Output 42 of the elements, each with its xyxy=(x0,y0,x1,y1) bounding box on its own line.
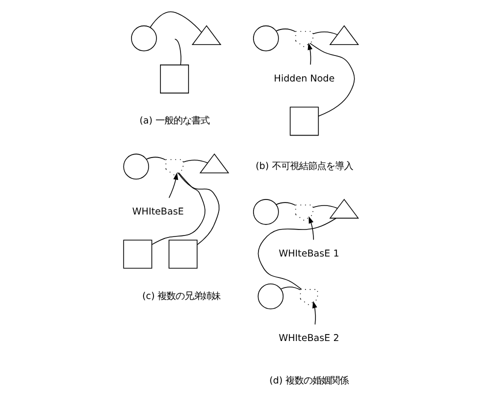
arrow xyxy=(168,172,178,198)
node-circle xyxy=(130,25,156,52)
node-triangle xyxy=(328,198,359,219)
connector xyxy=(280,286,300,290)
connector xyxy=(275,202,296,206)
node-box xyxy=(289,106,318,136)
node-box xyxy=(160,64,188,94)
node-circle xyxy=(252,199,278,225)
node-pentagon xyxy=(164,159,183,176)
label: (b) 不可視結節点を導入 xyxy=(255,161,352,172)
node-text: WHIteBasE xyxy=(132,206,184,218)
connector xyxy=(145,156,166,160)
node-triangle xyxy=(199,153,229,174)
node-pentagon xyxy=(299,289,318,306)
connector xyxy=(177,172,219,245)
connector xyxy=(174,38,181,66)
node-circle xyxy=(252,25,278,52)
arrow xyxy=(307,42,312,66)
connector xyxy=(309,42,354,116)
connector xyxy=(275,28,296,32)
node-triangle xyxy=(328,25,359,45)
connector xyxy=(312,32,338,36)
node-pentagon xyxy=(294,30,313,48)
connector xyxy=(312,205,338,209)
node-text: WHIteBasE 2 xyxy=(278,333,339,344)
node-circle xyxy=(122,154,149,180)
connector xyxy=(151,172,205,245)
node-box xyxy=(122,240,152,269)
node-triangle xyxy=(191,25,221,45)
node-box xyxy=(168,240,198,269)
connector xyxy=(149,11,202,33)
connector xyxy=(182,160,208,164)
arrow xyxy=(312,301,317,325)
node-text: Hidden Node xyxy=(273,73,334,84)
label: (a) 一般的な書式 xyxy=(138,116,209,127)
node-circle xyxy=(257,284,284,310)
arrow xyxy=(308,216,314,240)
label: (c) 複数の兄弟姉妹 xyxy=(142,290,220,302)
node-pentagon xyxy=(294,204,313,222)
label: (d) 複数の婚姻関係 xyxy=(268,375,348,386)
connector xyxy=(257,218,336,290)
node-text: WHIteBasE 1 xyxy=(278,248,339,260)
